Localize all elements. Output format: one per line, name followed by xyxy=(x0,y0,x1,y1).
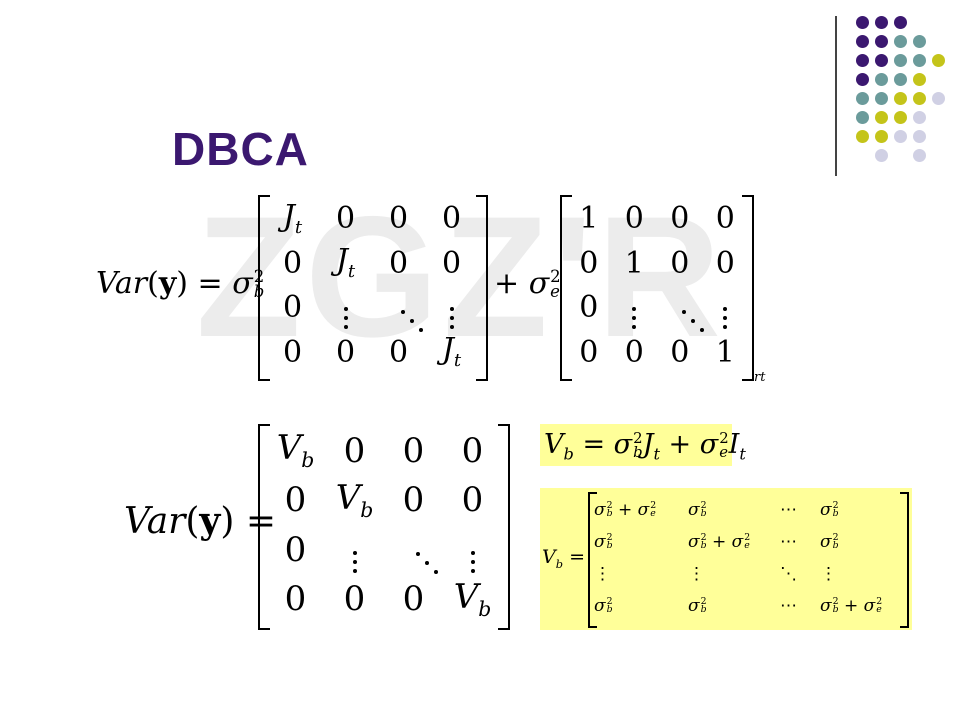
eq2-matrix-left-bracket xyxy=(258,424,270,630)
decorative-dot xyxy=(856,54,869,67)
eq1-matrixA-left-bracket xyxy=(258,195,270,381)
decorative-dot xyxy=(856,130,869,143)
decorative-dot xyxy=(875,73,888,86)
decorative-dot xyxy=(913,149,926,162)
decorative-dot xyxy=(875,35,888,48)
decorative-dot xyxy=(913,35,926,48)
slide-title: DBCA xyxy=(172,123,309,175)
decorative-dot xyxy=(894,111,907,124)
eq1-matrixA: Jt 0 0 0 0 Jt 0 0 0 0 0 0 Jt xyxy=(266,197,478,375)
decorative-dot xyxy=(856,111,869,124)
decorative-dot xyxy=(856,92,869,105)
matA-vdots xyxy=(449,287,454,330)
matA-cell: 0 xyxy=(388,201,409,237)
decorative-dot xyxy=(875,16,888,29)
matA-cell: Jt xyxy=(335,243,356,283)
matA-cell: 0 xyxy=(282,334,303,370)
eq1-matrixB-right-bracket xyxy=(742,195,754,381)
decorative-dot xyxy=(913,92,926,105)
eq1-matrixA-right-bracket xyxy=(476,195,488,381)
eq1-matrixB-left-bracket xyxy=(560,195,572,381)
decorative-dot xyxy=(932,54,945,67)
decorative-dot xyxy=(875,111,888,124)
vb-matrix-box xyxy=(540,488,912,630)
vb-matrix-right-bracket xyxy=(900,492,909,628)
matA-cell: 0 xyxy=(335,334,356,370)
decorative-dot xyxy=(894,16,907,29)
decorative-dot xyxy=(875,130,888,143)
decorative-dot xyxy=(894,35,907,48)
matA-cell: 0 xyxy=(282,290,303,326)
decorative-dot xyxy=(875,92,888,105)
decorative-dot xyxy=(894,54,907,67)
decorative-dot xyxy=(875,149,888,162)
vb-definition-box xyxy=(540,424,732,466)
decorative-dot xyxy=(875,54,888,67)
matA-cell: 0 xyxy=(335,201,356,237)
matA-cell: Jt xyxy=(441,332,462,372)
eq2-matrix-right-bracket xyxy=(498,424,510,630)
matA-cell: 0 xyxy=(441,201,462,237)
vb-matrix-left-bracket xyxy=(588,492,597,628)
decorative-dot xyxy=(913,54,926,67)
decorative-dot xyxy=(894,92,907,105)
decorative-dot xyxy=(913,111,926,124)
decorative-dot xyxy=(913,130,926,143)
decorative-dot xyxy=(932,92,945,105)
decorative-dot xyxy=(856,35,869,48)
decorative-dot xyxy=(856,73,869,86)
matA-cell: 0 xyxy=(388,334,409,370)
eq1-subscript-rt: rt xyxy=(754,370,766,385)
decorative-dot xyxy=(856,16,869,29)
vb-matrix-lhs: Vb = xyxy=(542,546,585,571)
decorative-dot xyxy=(894,73,907,86)
decorative-dot xyxy=(894,130,907,143)
decorative-divider xyxy=(835,16,837,176)
matA-cell: 0 xyxy=(388,245,409,281)
matA-cell: Jt xyxy=(282,198,303,238)
matA-cell: 0 xyxy=(282,245,303,281)
decorative-dot xyxy=(913,73,926,86)
matA-vdots xyxy=(343,287,348,330)
eq2-lhs: Var(y) = xyxy=(124,500,276,542)
matA-cell: 0 xyxy=(441,245,462,281)
watermark: ZGZ'R xyxy=(196,181,726,373)
